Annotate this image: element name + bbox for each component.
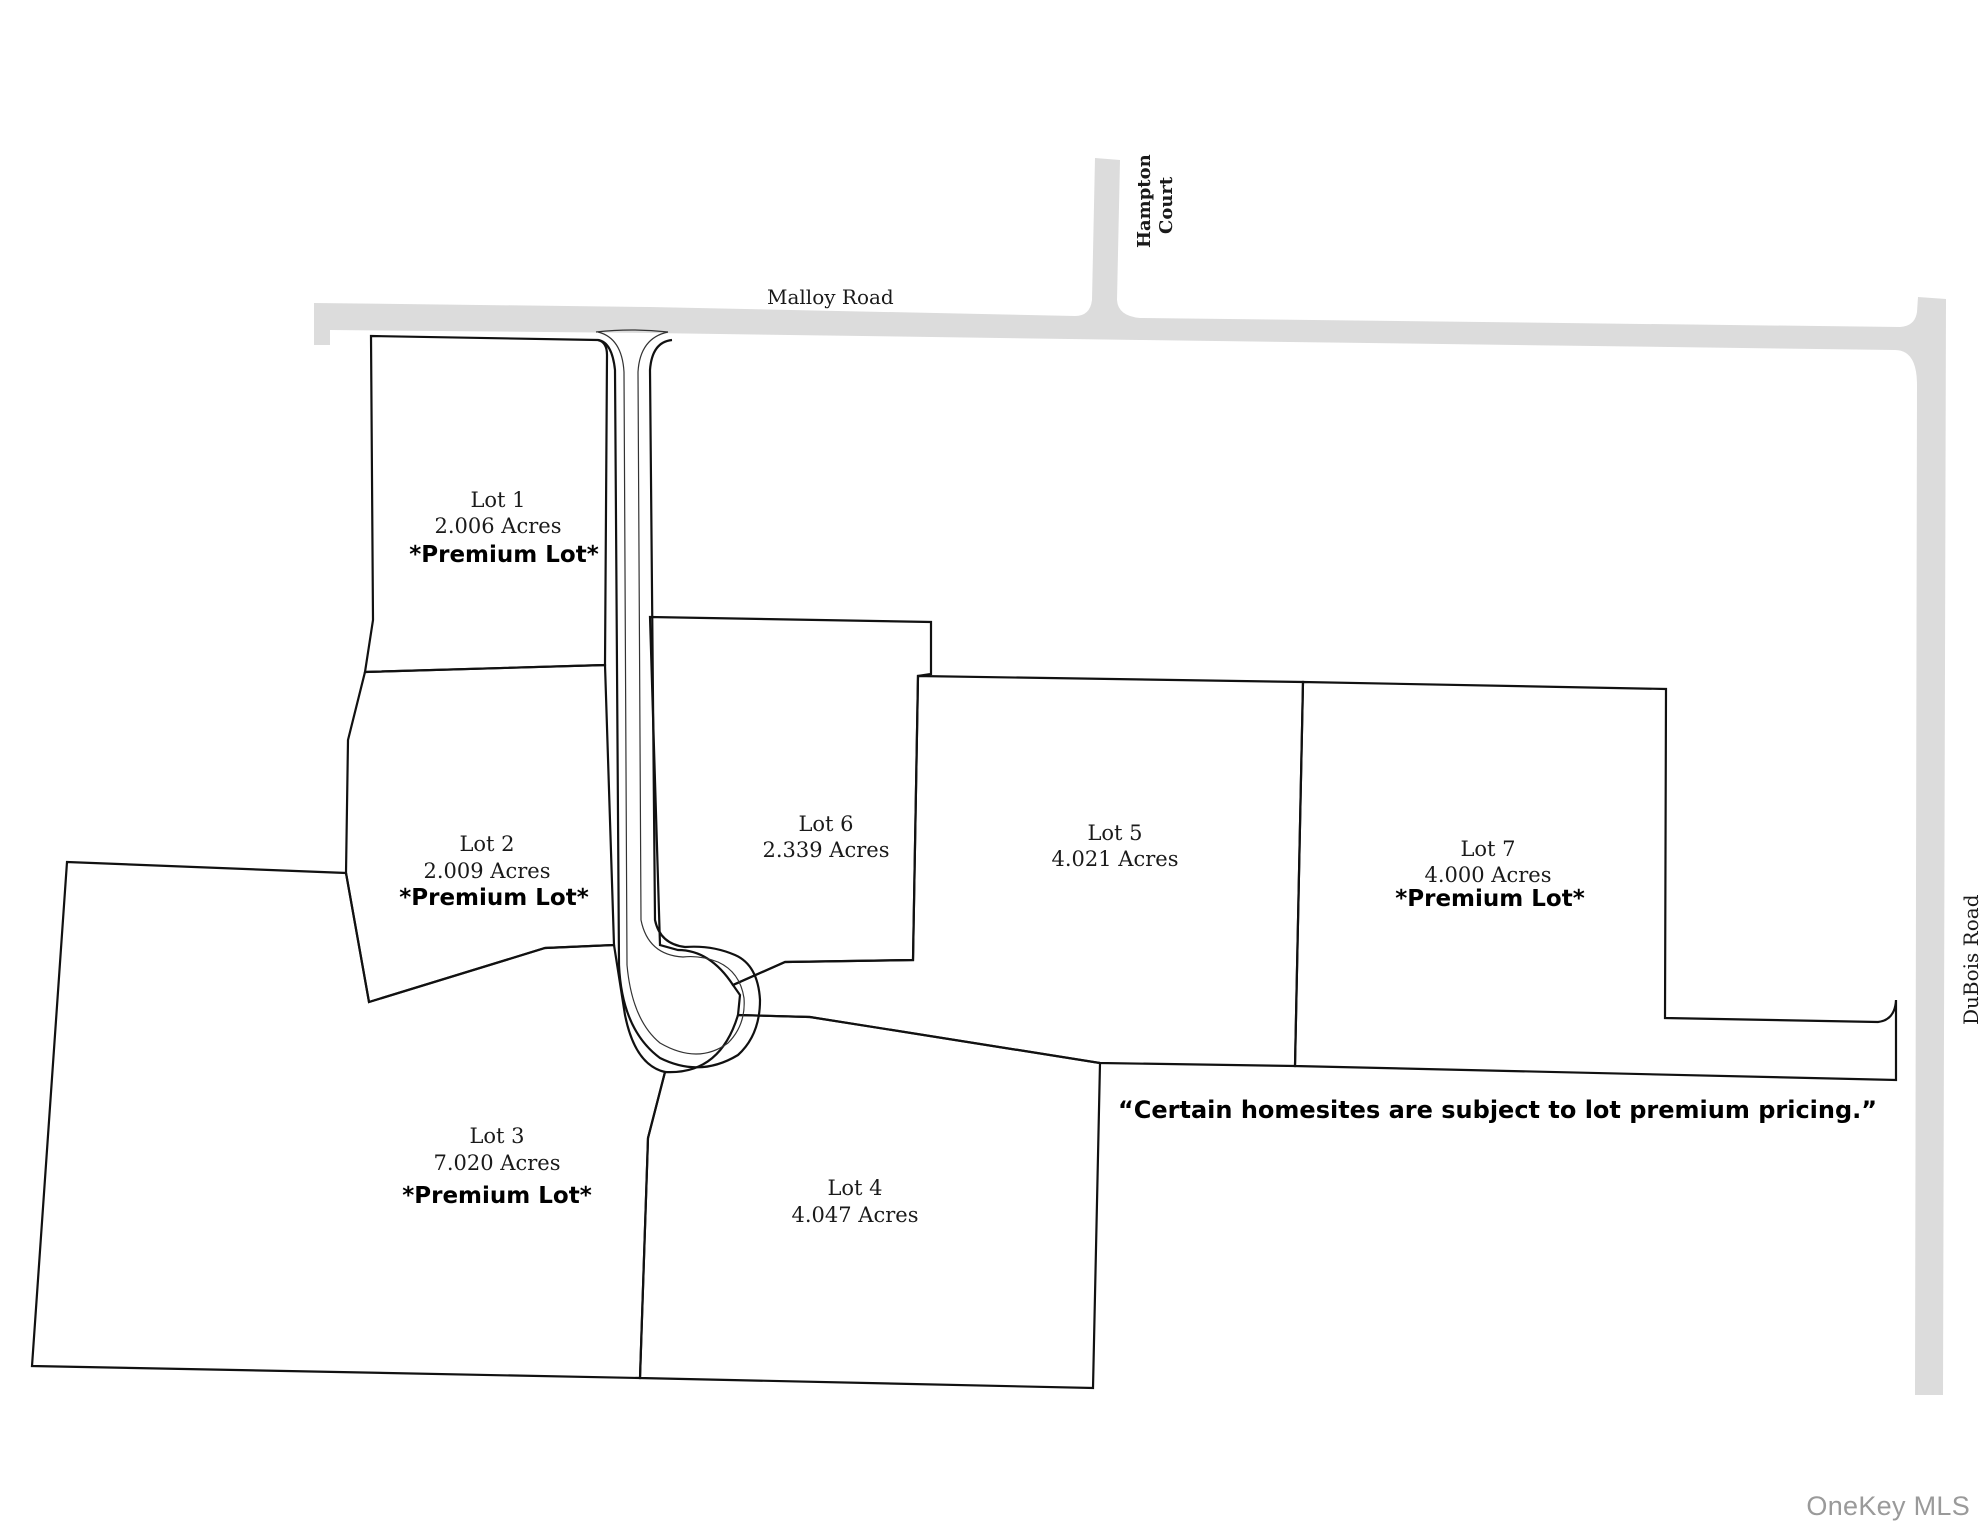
- lot-3-name: Lot 3: [469, 1124, 524, 1148]
- malloy-road-label: Malloy Road: [767, 285, 894, 309]
- lot-4-acres: 4.047 Acres: [792, 1203, 919, 1227]
- drive-entrance-cap: [595, 329, 669, 333]
- lot-5-boundary: [731, 674, 1305, 1068]
- roads: [314, 158, 1946, 1395]
- lot-2-label: Lot 2 2.009 Acres *Premium Lot*: [399, 832, 589, 911]
- drive-inner-edge: [597, 331, 745, 1055]
- hampton-court-label-line1: Hampton: [1134, 154, 1155, 248]
- lot-4-boundary: [638, 1013, 1102, 1390]
- lot-6-boundary: [648, 615, 933, 987]
- lot-7-boundary: [1293, 680, 1898, 1082]
- drive-outer-edge: [597, 338, 762, 1069]
- lot-7-acres: 4.000 Acres: [1425, 863, 1552, 887]
- lot-4-name: Lot 4: [827, 1176, 882, 1200]
- onekey-mls-watermark: OneKey MLS: [1806, 1491, 1970, 1521]
- lot-5-label: Lot 5 4.021 Acres: [1052, 821, 1179, 871]
- lot-7-label: Lot 7 4.000 Acres *Premium Lot*: [1395, 837, 1585, 912]
- lot-5-acres: 4.021 Acres: [1052, 847, 1179, 871]
- lot-7-name: Lot 7: [1460, 837, 1515, 861]
- lot-1-label: Lot 1 2.006 Acres *Premium Lot*: [409, 488, 599, 568]
- lot-6-name: Lot 6: [798, 812, 853, 836]
- cul-de-sac-drive: [595, 329, 762, 1069]
- lot-6-label: Lot 6 2.339 Acres: [763, 812, 890, 862]
- dubois-road-label: DuBois Road: [1959, 894, 1983, 1025]
- premium-pricing-note: “Certain homesites are subject to lot pr…: [1118, 1096, 1877, 1124]
- lot-2-acres: 2.009 Acres: [424, 859, 551, 883]
- lot-3-acres: 7.020 Acres: [434, 1151, 561, 1175]
- lot-1-premium-badge: *Premium Lot*: [409, 542, 599, 568]
- lot-3-label: Lot 3 7.020 Acres *Premium Lot*: [402, 1124, 592, 1209]
- lot-6-acres: 2.339 Acres: [763, 838, 890, 862]
- lot-2-premium-badge: *Premium Lot*: [399, 885, 589, 911]
- malloy-road: [314, 158, 1946, 1395]
- lot-boundaries: [30, 334, 1898, 1390]
- lot-5-name: Lot 5: [1087, 821, 1142, 845]
- lot-1-acres: 2.006 Acres: [435, 514, 562, 538]
- lot-1-name: Lot 1: [470, 488, 525, 512]
- lot-7-premium-badge: *Premium Lot*: [1395, 886, 1585, 912]
- hampton-court-label-line2: Court: [1156, 176, 1177, 234]
- lot-4-label: Lot 4 4.047 Acres: [792, 1176, 919, 1227]
- lot-3-boundary: [30, 860, 667, 1380]
- lot-3-premium-badge: *Premium Lot*: [402, 1183, 592, 1209]
- lot-2-name: Lot 2: [459, 832, 514, 856]
